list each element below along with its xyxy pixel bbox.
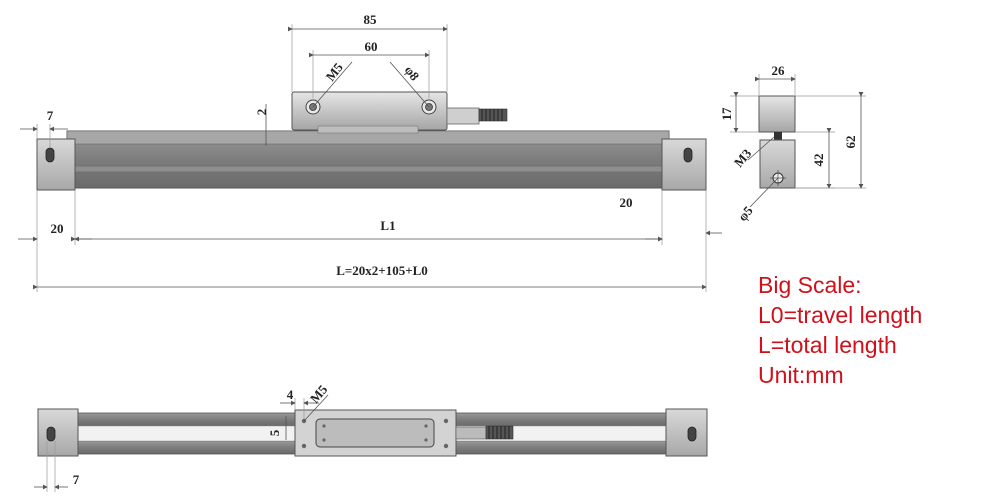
legend-unit: Unit:mm <box>758 362 844 388</box>
dim-end-body-height: 42 <box>811 154 826 167</box>
dim-bottom-hole-offset: 4 <box>287 387 294 402</box>
dim-gap: 2 <box>254 109 269 116</box>
legend-title: Big Scale: <box>758 272 862 298</box>
bottom-left-bracket <box>37 408 79 457</box>
legend-travel-length: L0=travel length <box>758 302 923 328</box>
dim-end-total-height: 62 <box>843 136 858 149</box>
dim-head-width: 85 <box>364 12 378 27</box>
bottom-carriage-plate <box>315 418 435 448</box>
bottom-view: 4 M5 5 7 <box>34 382 708 492</box>
legend-notes: Big Scale: L0=travel length L=total leng… <box>758 270 922 390</box>
right-bracket-slot <box>683 147 693 163</box>
dim-bottom-end-bracket: 7 <box>73 472 80 487</box>
label-hole-dia: φ8 <box>402 63 423 84</box>
bottom-right-bracket <box>665 408 708 457</box>
dim-end-head-height: 17 <box>719 107 734 121</box>
reading-head-base <box>317 125 419 134</box>
scale-bar-groove <box>66 165 670 173</box>
right-end-bracket <box>661 138 707 191</box>
dim-total-formula: L=20x2+105+L0 <box>336 263 428 278</box>
reading-head-connector <box>446 107 480 125</box>
end-view-neck <box>774 132 782 142</box>
label-mount-thread: M5 <box>323 59 347 83</box>
dim-hole-spacing: 60 <box>365 39 378 54</box>
bottom-right-slot <box>687 426 697 442</box>
top-view: 85 60 M5 φ8 2 7 20 L1 20 <box>18 12 722 292</box>
dim-L1: L1 <box>380 218 395 233</box>
plate-screw-tr <box>424 424 428 428</box>
bottom-cable-spring <box>455 425 514 440</box>
label-bottom-thread: M5 <box>307 382 331 406</box>
end-view-head <box>758 95 796 133</box>
left-bracket-slot <box>45 147 55 163</box>
carriage-screw-br <box>443 443 449 449</box>
dim-end-head-width: 26 <box>772 63 786 78</box>
dim-bottom-side: 5 <box>267 429 282 436</box>
plate-screw-br <box>424 438 428 442</box>
legend-total-length: L=total length <box>758 332 897 358</box>
plate-screw-tl <box>322 424 326 428</box>
cable-spring <box>478 108 508 122</box>
dim-right-end: 20 <box>620 195 633 210</box>
bottom-left-slot <box>46 426 56 442</box>
carriage-screw-bl <box>301 443 307 449</box>
left-end-bracket <box>36 138 76 191</box>
dim-left-end: 20 <box>51 221 64 236</box>
carriage-screw-tr <box>443 418 449 424</box>
label-end-hole: φ5 <box>735 203 756 224</box>
end-view: 26 17 42 62 M3 φ5 <box>719 63 866 224</box>
dim-end-bracket-top: 7 <box>47 108 54 123</box>
label-end-thread: M3 <box>731 146 755 170</box>
plate-screw-bl <box>322 438 326 442</box>
